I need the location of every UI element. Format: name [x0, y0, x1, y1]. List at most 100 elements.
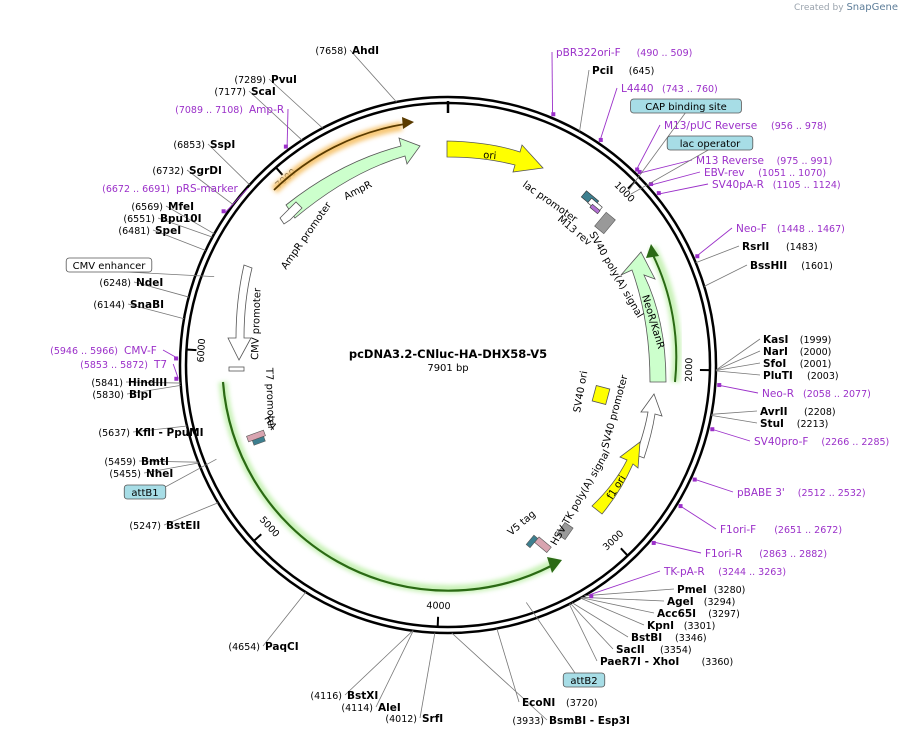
- site-name: MfeI: [168, 201, 194, 213]
- ha-tag-mark: [246, 429, 266, 446]
- primer-name: CMV-F: [124, 345, 157, 357]
- primer-name: pRS-marker: [176, 183, 239, 195]
- site-position: (2213): [797, 419, 829, 430]
- primer-amp-r: Amp-R(7089 .. 7108): [175, 104, 289, 149]
- primer-leader: [692, 478, 734, 493]
- site-position: (3280): [714, 585, 746, 596]
- site-position: (4654): [228, 642, 260, 653]
- site-kfli-ppumi: KflI - PpuMI(5637): [98, 427, 203, 439]
- site-paqci: PaqCI (4654): [228, 641, 298, 653]
- amp-highlight-arc: [273, 123, 406, 191]
- site-position: (4114): [341, 703, 373, 714]
- neor-highlight-arrowhead: [646, 244, 659, 258]
- feature-label-t7-promoter: T7 promoter: [263, 367, 276, 431]
- site-bpu10i-leader: [157, 217, 213, 238]
- primer-name: EBV-rev: [704, 167, 745, 179]
- site-position: (5247): [129, 521, 161, 532]
- site-position: (7177): [214, 87, 246, 98]
- primer-m13-puc-reverse: M13/pUC Reverse(956 .. 978): [635, 120, 827, 172]
- site-name: EcoNI: [522, 697, 555, 709]
- site-ahdi-leader: [349, 49, 397, 103]
- site-sacii-leader: [570, 603, 614, 650]
- cds-arrowhead: [547, 557, 562, 573]
- site-position: (3354): [660, 645, 692, 656]
- primer-mark: [551, 112, 556, 117]
- tick-label-2000: 2000: [684, 358, 695, 382]
- site-mfei-leader: [165, 205, 215, 235]
- site-blpi-leader: [126, 384, 181, 395]
- site-bstbi: BstBI(3346): [631, 632, 707, 644]
- primer-leader: [590, 570, 661, 595]
- site-bsmbi-esp3i: BsmBI - Esp3I(3933): [512, 715, 630, 727]
- sv40-promoter-arrow: [635, 393, 663, 459]
- primer-leader: [710, 428, 751, 442]
- site-pmei: PmeI(3280): [677, 584, 745, 596]
- site-name: PciI: [592, 65, 613, 77]
- primer-range: (5946 .. 5966): [50, 346, 118, 357]
- ampr-promoter-arrow: [279, 201, 303, 225]
- primer-range: (2058 .. 2077): [803, 389, 871, 400]
- primer-leader: [678, 504, 717, 530]
- primer-mark: [283, 144, 288, 149]
- primer-range: (3244 .. 3263): [718, 567, 786, 578]
- primer-l4440: L4440(743 .. 760): [598, 83, 718, 142]
- site-pluti-leader: [715, 370, 761, 376]
- site-position: (5841): [91, 378, 123, 389]
- site-nhei: NheI(5455): [109, 468, 173, 480]
- site-hindiii: HindIII(5841): [91, 377, 167, 389]
- site-hindiii-leader: [125, 381, 181, 384]
- site-pcii-leader: [579, 69, 590, 132]
- site-name: BssHII: [750, 260, 787, 272]
- site-avrii-leader: [711, 410, 758, 415]
- site-agei: AgeI(3294): [667, 596, 735, 608]
- primer-range: (2863 .. 2882): [759, 549, 827, 560]
- primer-cmv-f: CMV-F (5946 .. 5966): [50, 345, 179, 361]
- primer-mark: [174, 376, 179, 381]
- site-ndei-leader: [133, 281, 189, 298]
- primer-mark: [695, 254, 700, 259]
- site-stui: StuI(2213): [760, 418, 828, 430]
- plasmid-length: 7901 bp: [427, 363, 468, 374]
- site-name: SfoI: [763, 358, 786, 370]
- site-pmei-leader: [584, 588, 675, 597]
- site-blpi: BlpI(5830): [92, 389, 152, 401]
- neor-highlight-arc: [651, 252, 678, 383]
- site-position: (6732): [152, 166, 184, 177]
- plasmid-name: pcDNA3.2-CNluc-HA-DHX58-V5: [349, 347, 547, 361]
- site-bsteii: BstEII(5247): [129, 520, 200, 532]
- primer-name: Neo-R: [762, 388, 794, 400]
- site-bsteii-leader: [163, 502, 219, 526]
- feature-label-v5-tag: V5 tag: [506, 509, 538, 538]
- primer-sv40pa-r: SV40pA-R(1105 .. 1124): [656, 179, 841, 196]
- boxed-label-text: CAP binding site: [645, 102, 727, 113]
- site-kfli-ppumi-leader: [132, 425, 188, 433]
- site-name: NdeI: [136, 277, 163, 289]
- primer-range: (2266 .. 2285): [821, 437, 889, 448]
- primer-name: SV40pA-R: [712, 179, 764, 191]
- site-name: PaqCI: [265, 641, 299, 653]
- site-name: PaeR7I - XhoI: [600, 656, 679, 668]
- tick-3000: [620, 547, 629, 557]
- primer-f1ori-f: F1ori-F(2651 .. 2672): [678, 504, 842, 536]
- site-position: (4012): [385, 714, 417, 725]
- site-position: (6569): [131, 202, 163, 213]
- primer-leader: [657, 183, 709, 195]
- primer-mark: [221, 209, 226, 214]
- primer-leader: [286, 108, 289, 149]
- primer-pbr322ori-f: pBR322ori-F(490 .. 509): [551, 47, 692, 117]
- site-bmti-leader: [138, 460, 199, 463]
- site-srfi: SrfI(4012): [385, 713, 443, 725]
- cmv-promoter-arrow: [227, 264, 253, 361]
- primer-name: Neo-F: [736, 223, 767, 235]
- boxed-label-bg: [65, 257, 153, 273]
- site-econi: EcoNI(3720): [522, 697, 598, 709]
- site-mfei: MfeI (6569): [131, 201, 194, 213]
- site-position: (6481): [118, 226, 150, 237]
- site-name: NheI: [146, 468, 173, 480]
- primer-t7: T7(5853 .. 5872): [80, 359, 179, 381]
- ampr-arrow: [285, 137, 421, 219]
- primer-leader: [635, 124, 661, 172]
- site-pluti: PluTI(2003): [763, 370, 839, 382]
- site-labels: AhdI(7658)PvuI(7289)ScaI(7177)SspI(6853)…: [50, 45, 889, 727]
- boxed-label-lac-operator: lac operator: [630, 135, 754, 195]
